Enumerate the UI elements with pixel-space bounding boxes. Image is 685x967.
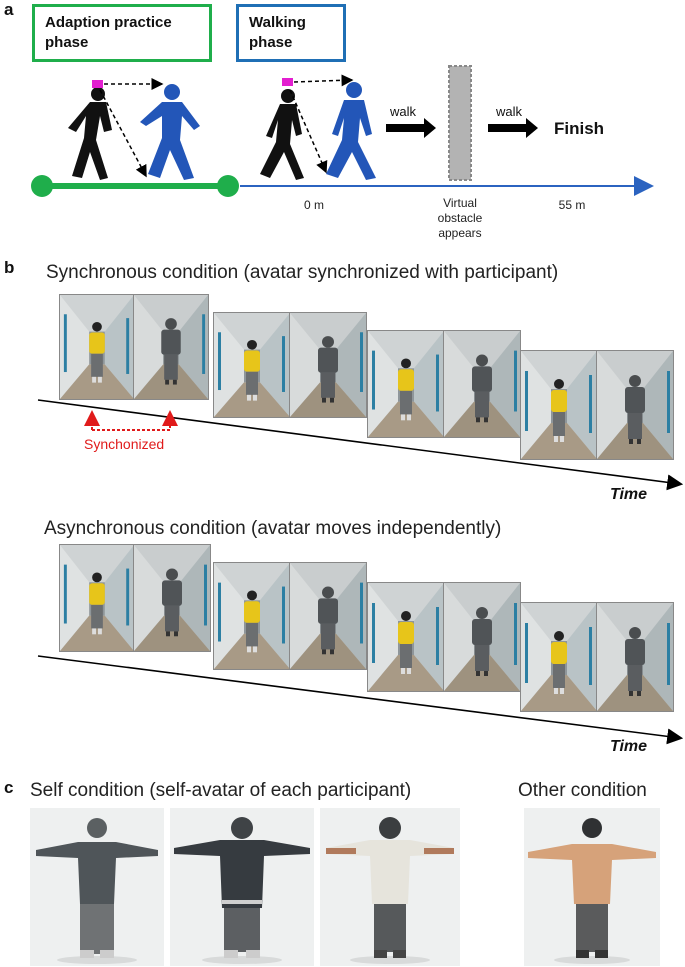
panel-b-letter: b — [4, 258, 15, 277]
obstacle-label: Virtual obstacle appears — [437, 196, 483, 240]
sync-photo-avatar-2 — [289, 312, 367, 418]
self-condition-title: Self condition (self-avatar of each part… — [30, 780, 412, 801]
async-photo-avatar-1 — [133, 544, 211, 652]
async-photo-avatar-4 — [596, 602, 674, 712]
synchronized-annotation: Synchonized — [84, 436, 165, 452]
walking-phase-label: Walking phase — [236, 4, 346, 62]
finish-label: Finish — [554, 119, 605, 138]
sync-photo-avatar-1 — [133, 294, 209, 400]
walk-arrow-1 — [386, 118, 436, 138]
time-label-sync: Time — [610, 486, 648, 503]
panel-c-letter: c — [4, 778, 14, 797]
walk-label-1: walk — [390, 104, 417, 119]
self-avatar-3 — [320, 808, 460, 966]
other-avatar — [524, 808, 660, 966]
sync-photo-avatar-4 — [596, 350, 674, 460]
start-distance-label: 0 m — [303, 198, 324, 212]
async-photo-avatar-2 — [289, 562, 367, 670]
virtual-obstacle — [448, 65, 472, 181]
head-marker-practice — [92, 80, 103, 88]
sync-time-axis — [37, 399, 684, 491]
avatar-silhouette-practice — [140, 84, 200, 180]
practice-end-dot — [217, 175, 239, 197]
self-avatar-2 — [170, 808, 314, 966]
practice-phase-label: Adaption practice phase — [32, 4, 212, 62]
async-time-axis — [37, 655, 684, 745]
async-photo-participant-1 — [59, 544, 135, 652]
sync-photo-participant-1 — [59, 294, 135, 400]
self-avatar-1 — [30, 808, 164, 966]
head-marker-walking — [282, 78, 293, 86]
walk-label-2: walk — [496, 104, 523, 119]
other-condition-title: Other condition — [518, 780, 647, 801]
participant-silhouette-practice — [68, 87, 112, 180]
walking-diagram — [31, 65, 654, 197]
panel-a-letter: a — [4, 0, 14, 19]
walk-arrow-2 — [488, 118, 538, 138]
sync-condition-title: Synchronous condition (avatar synchroniz… — [46, 262, 559, 283]
avatar-silhouette-walking — [326, 82, 376, 180]
practice-start-dot — [31, 175, 53, 197]
time-label-async: Time — [610, 738, 648, 755]
async-condition-title: Asynchronous condition (avatar moves ind… — [44, 518, 502, 539]
participant-silhouette-walking — [260, 89, 304, 180]
end-distance-label: 55 m — [558, 198, 586, 212]
